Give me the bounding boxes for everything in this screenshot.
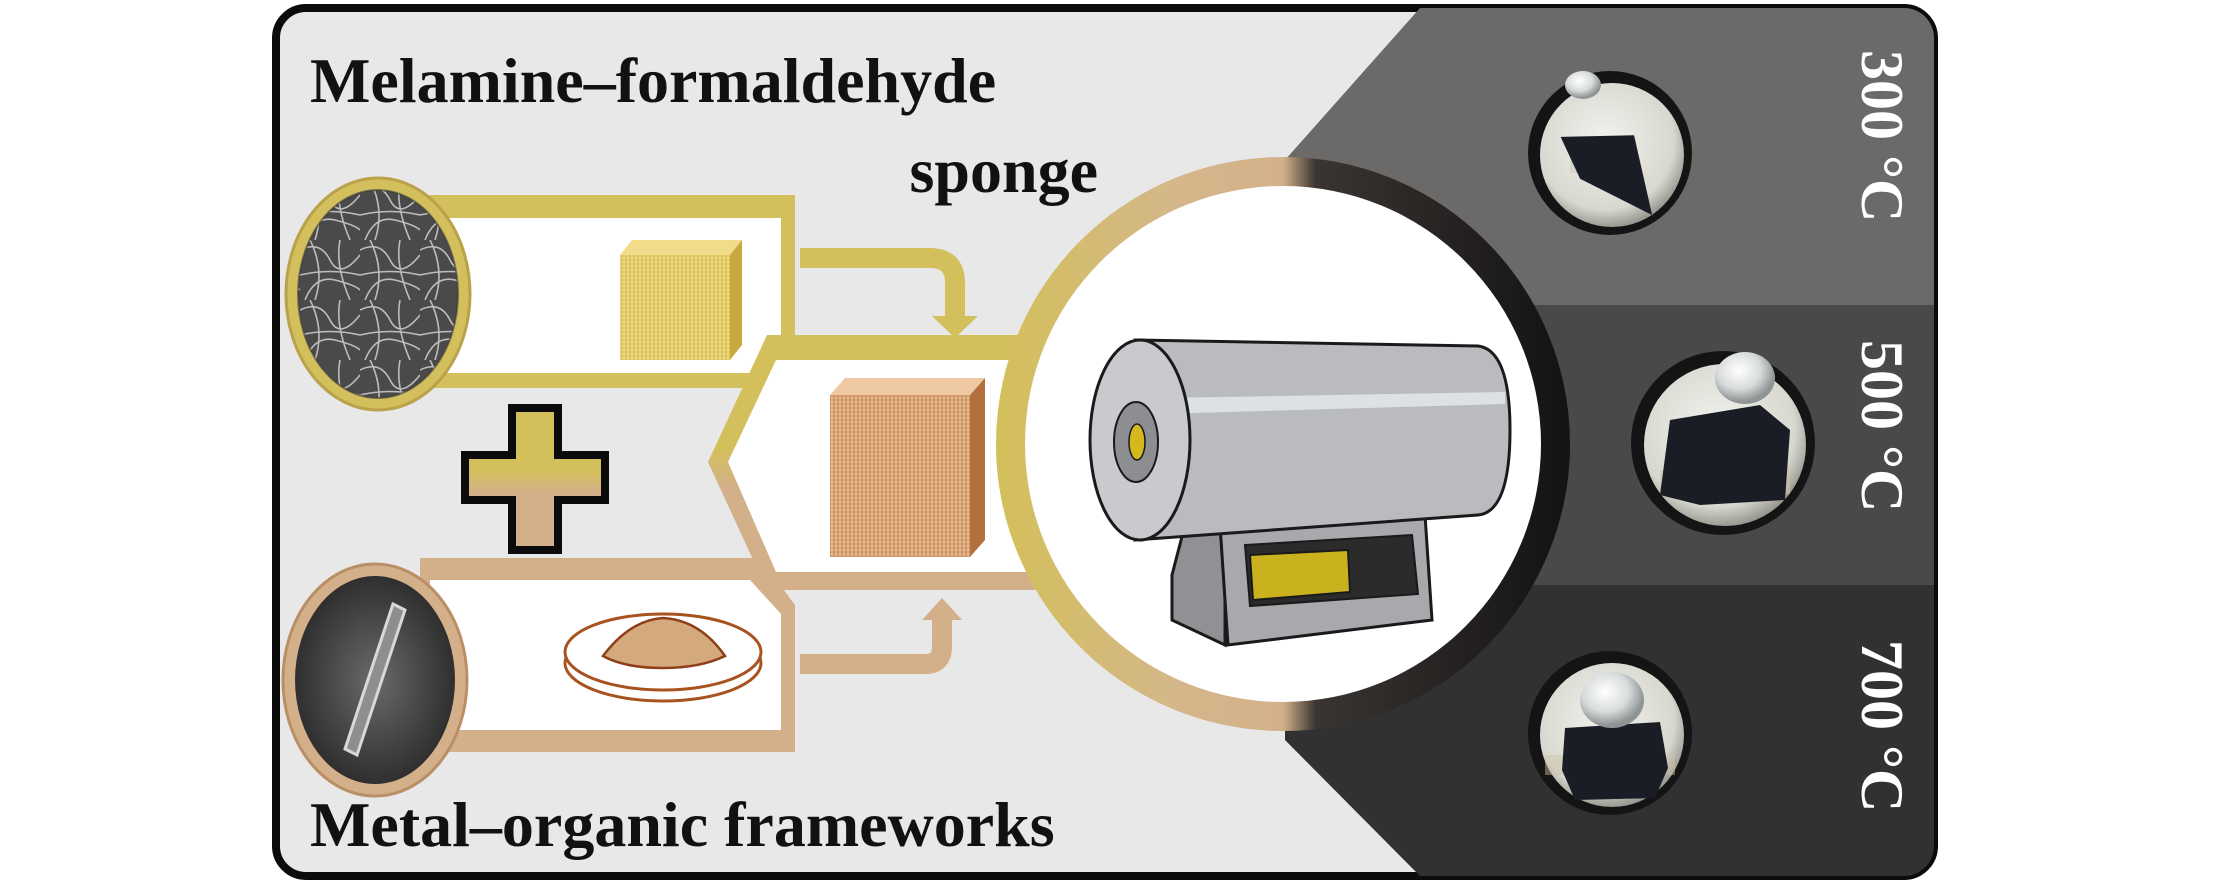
mof-powder-dish-icon	[563, 612, 763, 703]
sample-photo-500	[1631, 351, 1815, 535]
water-droplet-icon	[1580, 672, 1644, 728]
tube-furnace-icon	[1088, 338, 1512, 648]
plus-icon	[461, 404, 609, 554]
arrow-up-mof-icon	[800, 618, 952, 674]
title-mof: Metal–organic frameworks	[310, 789, 1055, 860]
arrowhead-down-icon	[932, 316, 978, 338]
temp-label-700: 700 °C	[1849, 640, 1915, 812]
mof-box	[420, 558, 962, 752]
arrowhead-up-icon	[922, 598, 962, 620]
temp-label-300: 300 °C	[1849, 50, 1915, 222]
arrow-down-sponge-icon	[800, 248, 965, 318]
mof-sem-image	[281, 562, 469, 798]
sponge-sem-image	[284, 176, 472, 412]
title-mf-line2: sponge	[910, 135, 1099, 206]
water-droplet-icon	[1565, 71, 1601, 99]
sponge-box	[420, 195, 978, 388]
sample-photo-700	[1528, 651, 1692, 815]
water-droplet-icon	[1715, 352, 1775, 404]
furnace-circle	[996, 157, 1570, 731]
composite-cube-icon	[830, 378, 985, 557]
carbon-sponge-icon	[1560, 135, 1653, 216]
mof-rod-icon	[343, 601, 407, 758]
carbon-sponge-icon	[1562, 722, 1668, 800]
carbon-sponge-icon	[1660, 405, 1790, 505]
temp-label-500: 500 °C	[1849, 340, 1915, 512]
sponge-cube-icon	[620, 240, 742, 360]
composite-box	[708, 335, 1060, 590]
sample-photo-300	[1528, 71, 1692, 235]
title-mf-line1: Melamine–formaldehyde	[310, 45, 996, 116]
